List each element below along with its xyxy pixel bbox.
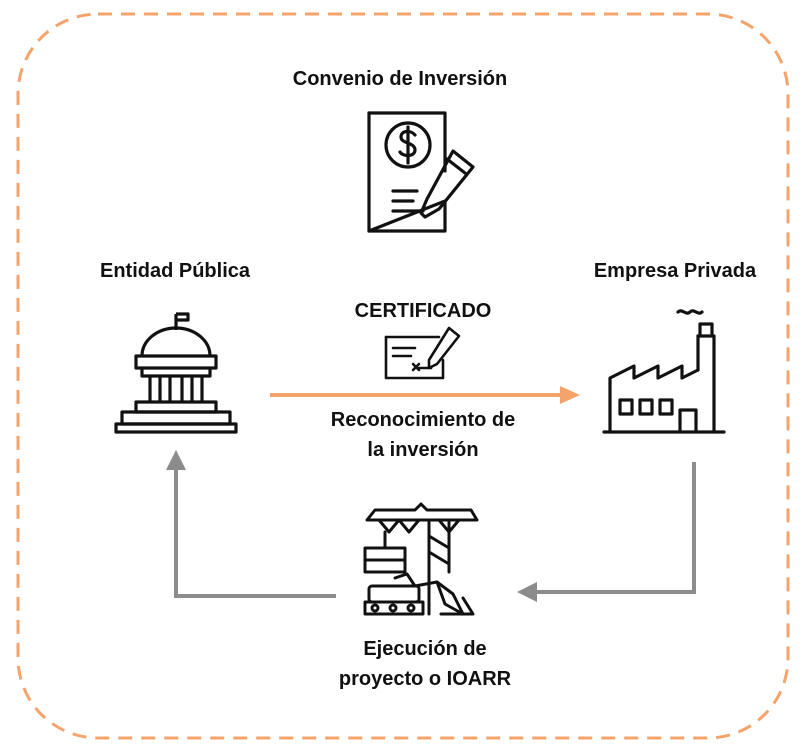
private-company-label: Empresa Privada — [593, 260, 757, 282]
recognition-label-line1: Reconocimiento de — [330, 409, 516, 431]
factory-icon — [602, 309, 726, 434]
government-building-icon — [114, 312, 238, 434]
execution-label-line1: Ejecución de — [363, 638, 487, 660]
execution-label-line2: proyecto o IOARR — [338, 668, 512, 690]
private-to-execution-arrow — [517, 462, 696, 602]
public-entity-label: Entidad Pública — [99, 260, 251, 282]
certificate-icon — [384, 326, 461, 380]
contract-icon — [367, 111, 475, 233]
recognition-arrow — [270, 386, 580, 404]
certificate-label: CERTIFICADO — [354, 300, 492, 322]
recognition-label-line2: la inversión — [367, 439, 479, 461]
construction-icon — [363, 502, 479, 616]
diagram-title: Convenio de Inversión — [292, 68, 508, 90]
execution-to-public-arrow — [166, 450, 336, 598]
